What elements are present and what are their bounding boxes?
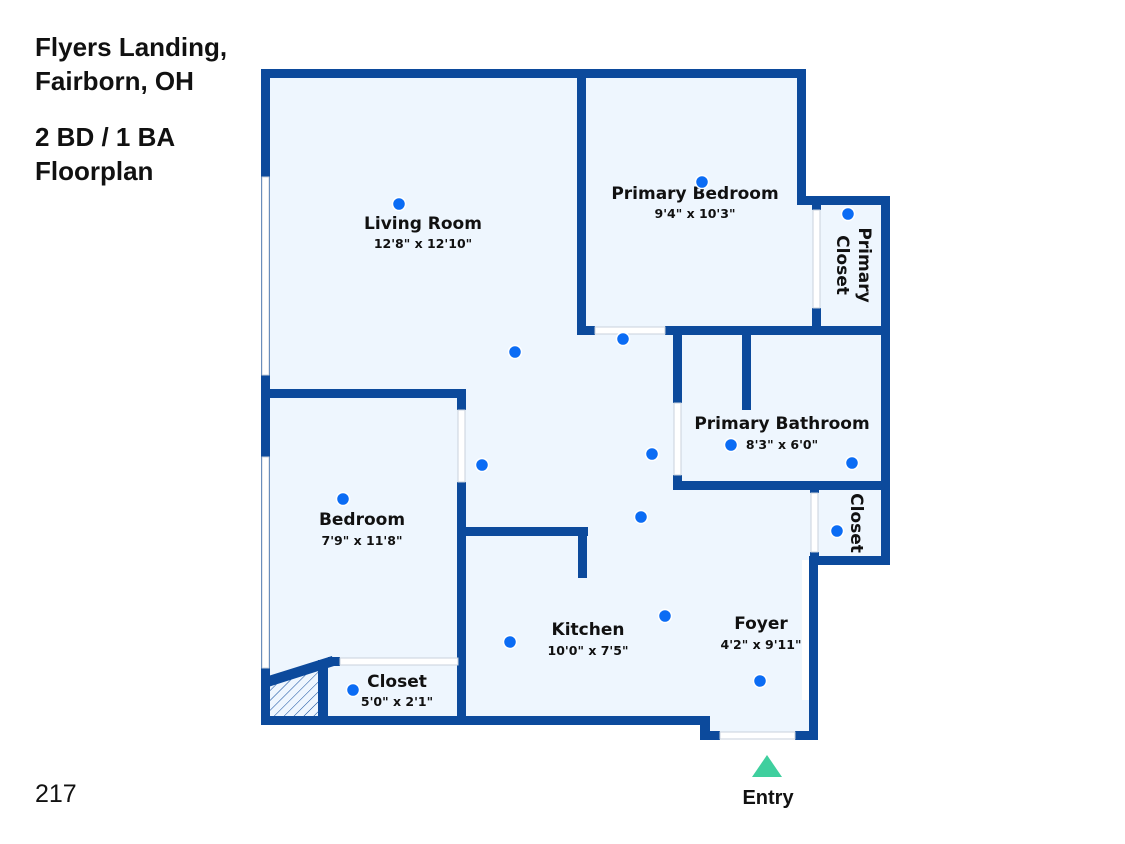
viewpoint-marker-icon[interactable]	[502, 634, 518, 650]
room-dims-kitchen: 10'0" x 7'5"	[548, 643, 629, 658]
room-name-primary-bathroom: Primary Bathroom	[694, 414, 869, 434]
room-name-closet-bedroom: Closet	[367, 672, 427, 692]
walls	[261, 69, 890, 740]
room-dims-foyer: 4'2" x 9'11"	[721, 637, 802, 652]
doors-windows	[261, 176, 821, 740]
room-dims-living-room: 12'8" x 12'10"	[374, 236, 472, 251]
viewpoint-marker-icon[interactable]	[840, 206, 856, 222]
room-dims-bedroom: 7'9" x 11'8"	[322, 533, 403, 548]
viewpoint-marker-icon[interactable]	[633, 509, 649, 525]
viewpoint-marker-icon[interactable]	[644, 446, 660, 462]
entry-arrow-icon	[752, 755, 782, 777]
viewpoint-marker-icon[interactable]	[694, 174, 710, 190]
viewpoint-marker-icon[interactable]	[335, 491, 351, 507]
window	[261, 176, 270, 376]
room-dims-primary-bedroom: 9'4" x 10'3"	[655, 206, 736, 221]
viewpoint-marker-icon[interactable]	[829, 523, 845, 539]
viewpoint-marker-icon[interactable]	[844, 455, 860, 471]
room-name-foyer: Foyer	[734, 614, 788, 634]
hatched-area	[268, 666, 328, 716]
window	[261, 456, 270, 669]
property-location: Fairborn, OH	[35, 66, 194, 96]
unit-number: 217	[35, 780, 77, 808]
room-name-primary-closet-2: Closet	[832, 235, 852, 295]
room-name-primary-bedroom: Primary Bedroom	[611, 184, 778, 204]
viewpoint-marker-icon[interactable]	[507, 344, 523, 360]
viewpoint-marker-icon[interactable]	[752, 673, 768, 689]
viewpoint-marker-icon[interactable]	[345, 682, 361, 698]
property-name: Flyers Landing,	[35, 32, 228, 62]
unit-type: 2 BD / 1 BA	[35, 122, 176, 152]
room-name-bedroom: Bedroom	[319, 510, 405, 530]
floorplan-label: Floorplan	[35, 156, 154, 186]
room-dims-closet-bedroom: 5'0" x 2'1"	[361, 694, 433, 709]
viewpoint-marker-icon[interactable]	[391, 196, 407, 212]
viewpoint-marker-icon[interactable]	[615, 331, 631, 347]
room-name-kitchen: Kitchen	[552, 620, 625, 640]
room-name-living-room: Living Room	[364, 214, 482, 234]
room-name-closet-hall: Closet	[846, 493, 866, 553]
room-name-primary-closet-1: Primary	[854, 227, 874, 302]
viewpoint-marker-icon[interactable]	[723, 437, 739, 453]
viewpoint-marker-icon[interactable]	[657, 608, 673, 624]
viewpoint-marker-icon[interactable]	[474, 457, 490, 473]
entry-label: Entry	[742, 787, 794, 809]
room-dims-primary-bathroom: 8'3" x 6'0"	[746, 437, 818, 452]
